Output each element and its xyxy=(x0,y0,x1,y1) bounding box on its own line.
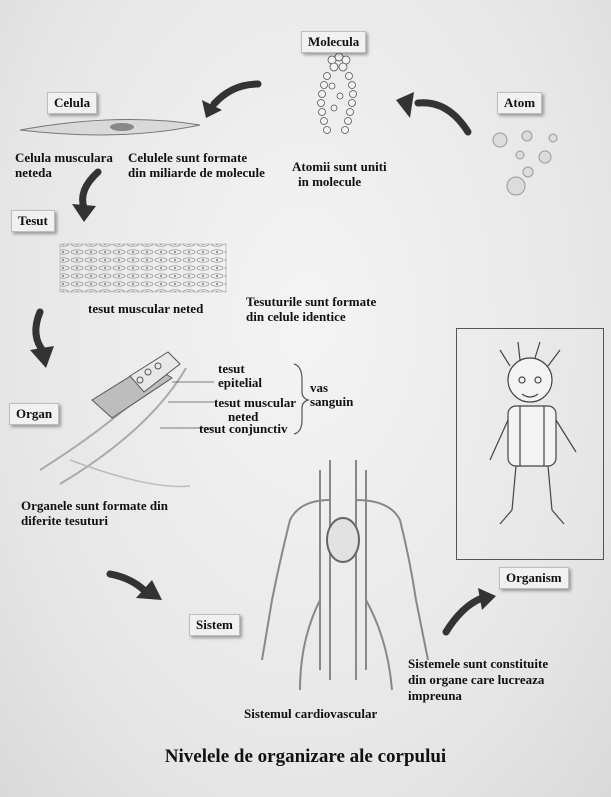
arrow-organ-to-sistem xyxy=(106,570,162,600)
arrow-tesut-to-organ xyxy=(30,308,54,368)
vessel-brace xyxy=(293,363,310,435)
caption-tesut-epitelial-1: tesut xyxy=(218,361,245,376)
label-sistem: Sistem xyxy=(189,614,240,636)
muscle-cell-illustration xyxy=(19,119,201,136)
label-tesut: Tesut xyxy=(11,210,55,232)
caption-sistemele-1: Sistemele sunt constituite xyxy=(408,656,549,671)
caption-atomi-1: Atomii sunt uniti xyxy=(292,159,387,174)
caption-tesut-muscular-2: neted xyxy=(228,409,259,424)
caption-tesut-muscular-1: tesut muscular xyxy=(214,395,296,410)
label-organ: Organ xyxy=(9,403,60,425)
caption-tesut-conjunctiv: tesut conjunctiv xyxy=(199,421,288,436)
organism-picture-frame xyxy=(456,328,604,560)
caption-organele-2: diferite tesuturi xyxy=(21,513,109,528)
arrow-atom-to-molecula xyxy=(396,92,472,136)
atom-bubbles-illustration xyxy=(492,130,558,196)
caption-atomi-2: in molecule xyxy=(298,174,362,189)
arrow-molecula-to-celula xyxy=(202,80,262,118)
caption-vas-2: sanguin xyxy=(310,394,354,409)
caption-sistemul-cardiovascular: Sistemul cardiovascular xyxy=(244,706,378,721)
caption-sistemele-2: din organe care lucreaza xyxy=(408,672,545,687)
caption-celula-musculara-2: neteda xyxy=(15,165,52,180)
caption-celulele-1: Celulele sunt formate xyxy=(128,150,248,165)
caption-tesuturile-1: Tesuturile sunt formate xyxy=(246,294,377,309)
caption-organele-1: Organele sunt formate din xyxy=(21,498,168,513)
caption-sistemele-3: impreuna xyxy=(408,688,462,703)
caption-tesuturile-2: din celule identice xyxy=(246,309,346,324)
boy-illustration xyxy=(489,341,577,525)
caption-tesut-epitelial-2: epitelial xyxy=(218,375,263,390)
label-molecula: Molecula xyxy=(301,31,367,53)
page-title: Nivelele de organizare ale corpului xyxy=(164,746,447,767)
label-atom: Atom xyxy=(497,92,543,114)
blood-vessel-illustration xyxy=(39,351,191,488)
label-organism: Organism xyxy=(499,567,569,589)
caption-celulele-2: din miliarde de molecule xyxy=(128,165,265,180)
arrow-celula-to-tesut xyxy=(72,168,102,222)
caption-vas-1: vas xyxy=(310,380,329,395)
arrow-sistem-to-organism xyxy=(442,588,496,636)
label-celula: Celula xyxy=(47,92,98,114)
caption-tesut-muscular-neted: tesut muscular neted xyxy=(88,301,204,316)
molecule-illustration xyxy=(317,52,357,134)
tissue-illustration xyxy=(59,243,227,293)
caption-celula-musculara-1: Celula musculara xyxy=(15,150,113,165)
cardiovascular-illustration xyxy=(261,460,429,691)
tissue-pointer-lines xyxy=(160,381,214,429)
